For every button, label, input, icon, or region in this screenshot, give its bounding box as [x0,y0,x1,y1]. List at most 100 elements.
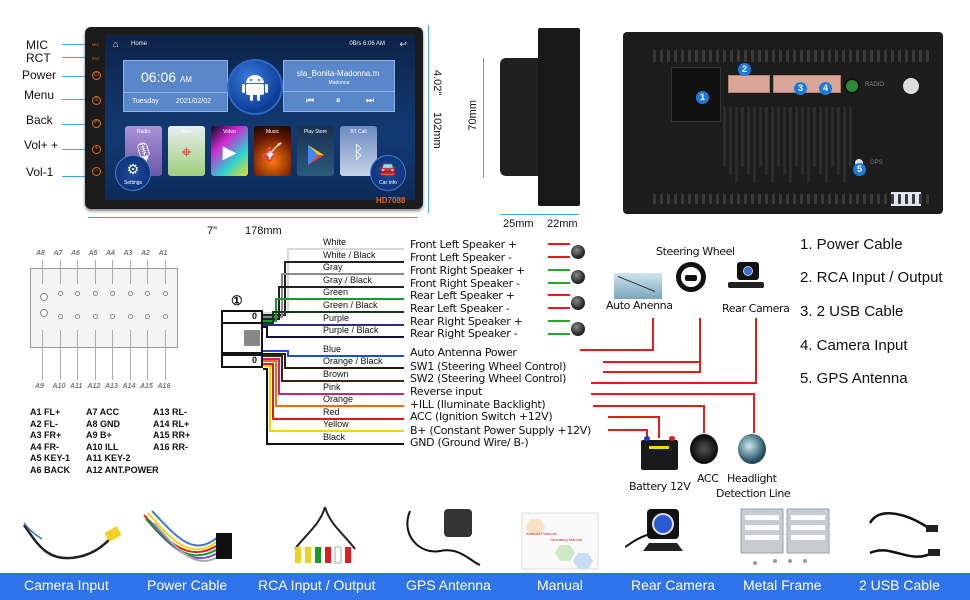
vent-slot [877,194,880,204]
vent-slot [926,50,929,62]
wire-segment [281,380,404,382]
wire-segment [263,318,278,320]
car-info-button[interactable]: 🚘 Car Info [370,155,406,191]
pin-legend-item: A9 B+ [86,430,112,440]
vent-slot [926,194,929,204]
vent-slot [870,194,873,204]
pin-hole [110,291,115,296]
volume-down-icon[interactable]: − [92,167,101,176]
pin-label-a1: A1 [158,250,168,257]
back-icon[interactable]: ↶ [92,119,101,128]
speaker-icon [571,296,585,310]
wire-color-label: Gray / Black [323,274,373,285]
wire-segment [284,352,286,370]
manual-image: Android Products Operating Manual [521,512,599,570]
port-badge-5: 5 [853,163,866,176]
pin-hole [162,291,168,296]
app-navi[interactable]: Navi ⌖ [168,126,205,176]
pin-lead [112,260,113,284]
pin-hole-large [40,309,48,317]
pin-lead [77,330,78,380]
clock-day: Tuesday [132,98,159,105]
signal-line [603,361,699,363]
vent-slot [660,50,663,62]
vent-slot [898,50,901,62]
vent-slot [786,50,789,62]
pin-hole [75,314,80,319]
signal-line [608,416,658,418]
wire-function-label: B+ (Constant Power Supply +12V) [410,424,591,437]
music-widget: sla_Bonita-Madonna.m Madonna ⏮ ⏸ ⏭ [283,60,395,112]
harness-plug-body [221,324,263,354]
radio-label: RADIO [865,82,885,88]
wire-segment [272,362,274,420]
menu-icon[interactable]: ≡ [92,96,101,105]
touch-screen[interactable]: ⌂ Home 0B/s 6:06 AM ↩ 06:06 AM Tuesday 2… [105,35,415,200]
wire-segment [266,336,404,339]
vent-slot [716,194,719,204]
vent-slot [758,50,761,62]
pin-legend-item: A15 RR+ [153,430,191,440]
auto-antenna-label: Auto Anenna [606,299,673,312]
car-info-label: Car Info [379,180,397,186]
depth-line [500,214,579,215]
label-vol-down: Vol-1 [26,165,54,179]
vent-slot [821,50,824,62]
song-title: sla_Bonita-Madonna.m [297,69,380,78]
vent-slot [800,194,803,204]
vent-slot [801,107,804,175]
wire-segment [263,357,278,360]
home-label[interactable]: Home [131,41,148,47]
android-logo[interactable] [227,59,283,115]
speaker-lead [548,320,570,322]
app-music[interactable]: Music 🎸 [254,126,291,176]
pin-legend-item: A12 ANT.POWER [86,464,159,475]
wire-segment [284,367,404,370]
vent-slot [863,50,866,62]
wire-segment [266,326,268,339]
app-play-store[interactable]: Play Store [297,126,334,176]
wire-segment [263,322,272,324]
settings-label: Settings [123,180,143,186]
pin-label-a8: A8 [36,250,45,257]
pin-label-a3: A3 [123,250,133,257]
wire-color-label: White [323,237,347,247]
vent-slot [730,194,733,204]
app-label: BT Call [350,129,367,135]
speaker-icon [571,245,585,259]
vent-slot [735,107,738,183]
app-label: Video [223,129,236,135]
wire-function-label: Front Right Speaker - [410,277,520,290]
vent-slot [765,194,768,204]
vent-slot [884,50,887,62]
settings-button[interactable]: ⚙ Settings [115,155,151,191]
wire-segment [272,417,404,420]
next-icon[interactable]: ⏭ [366,95,375,105]
pin-label-a12: A12 [87,383,101,390]
wire-function-label: Rear Right Speaker + [410,315,523,328]
vent-slot [777,107,780,167]
fan-icon [903,78,919,94]
leader-line [62,176,90,177]
car-icon: 🚘 [379,161,397,177]
pin-lead [42,330,43,380]
vent-slot [849,50,852,62]
power-icon[interactable]: ⏻ [92,71,101,80]
wire-function-label: Front Left Speaker + [410,238,517,251]
pause-icon[interactable]: ⏸ [336,95,341,105]
label-menu: Menu [24,88,55,102]
app-label: Music [265,129,280,135]
volume-up-icon[interactable]: + [92,145,101,154]
pin-lead [94,330,96,380]
app-video[interactable]: Video ▶ [211,126,248,176]
wire-segment [284,260,404,263]
speaker-lead [548,294,570,296]
rca-connector [728,75,770,93]
wire-segment [278,285,280,320]
vent-slot [723,107,726,167]
speaker-lead [548,282,570,284]
wire-segment [266,367,268,445]
previous-icon[interactable]: ⏮ [306,95,315,105]
return-icon[interactable]: ↩ [399,39,407,49]
port-badge-1: 1 [696,91,709,104]
